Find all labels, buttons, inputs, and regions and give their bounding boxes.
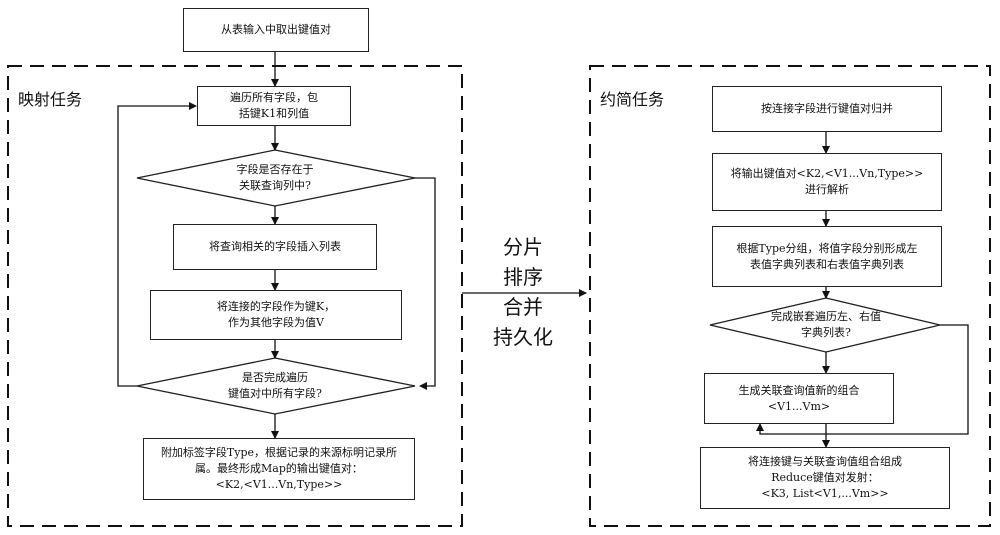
reduce-decision-nested-traversal: 完成嵌套遍历左、右值 字典列表? <box>771 310 881 339</box>
shuffle-partition-label: 分片 <box>503 235 543 259</box>
shuffle-persist-label: 持久化 <box>493 325 553 349</box>
map-decision-traversal-complete: 是否完成遍历 键值对中所有字段? <box>228 371 322 400</box>
input-key-value-box: 从表输入中取出键值对 <box>183 8 369 52</box>
shuffle-merge-label: 合并 <box>503 295 543 319</box>
reduce-step-parse: 将输出键值对<K2,<V1...Vn,Type>> 进行解析 <box>712 153 942 211</box>
map-step-traverse-fields: 遍历所有字段，包 括键K1和列值 <box>197 86 351 126</box>
map-step-insert-list: 将查询相关的字段插入列表 <box>173 224 377 270</box>
reduce-task-title: 约简任务 <box>600 90 665 109</box>
map-decision-field-in-join-columns: 字段是否存在于 关联查询列中? <box>236 163 314 192</box>
reduce-task-frame <box>589 65 991 527</box>
map-step-key-value: 将连接的字段作为键K， 作为其他字段为值V <box>150 290 402 340</box>
map-task-title: 映射任务 <box>18 90 83 109</box>
shuffle-sort-label: 排序 <box>503 265 543 289</box>
map-step-tag-output: 附加标签字段Type，根据记录的来源标明记录所 属。最终形成Map的输出键值对：… <box>143 438 415 500</box>
reduce-step-group: 根据Type分组，将值字段分别形成左 表值字典列表和右表值字典列表 <box>712 226 942 287</box>
shuffle-operations-label: 分片 排序 合并 持久化 <box>478 232 568 352</box>
map-task-frame <box>7 65 463 527</box>
reduce-step-merge: 按连接字段进行键值对归并 <box>712 86 942 132</box>
reduce-step-combine: 生成关联查询值新的组合 <V1...Vm> <box>704 373 894 424</box>
reduce-step-emit: 将连接键与关联查询值组合组成 Reduce键值对发射： <K3, List<V1… <box>700 447 950 509</box>
